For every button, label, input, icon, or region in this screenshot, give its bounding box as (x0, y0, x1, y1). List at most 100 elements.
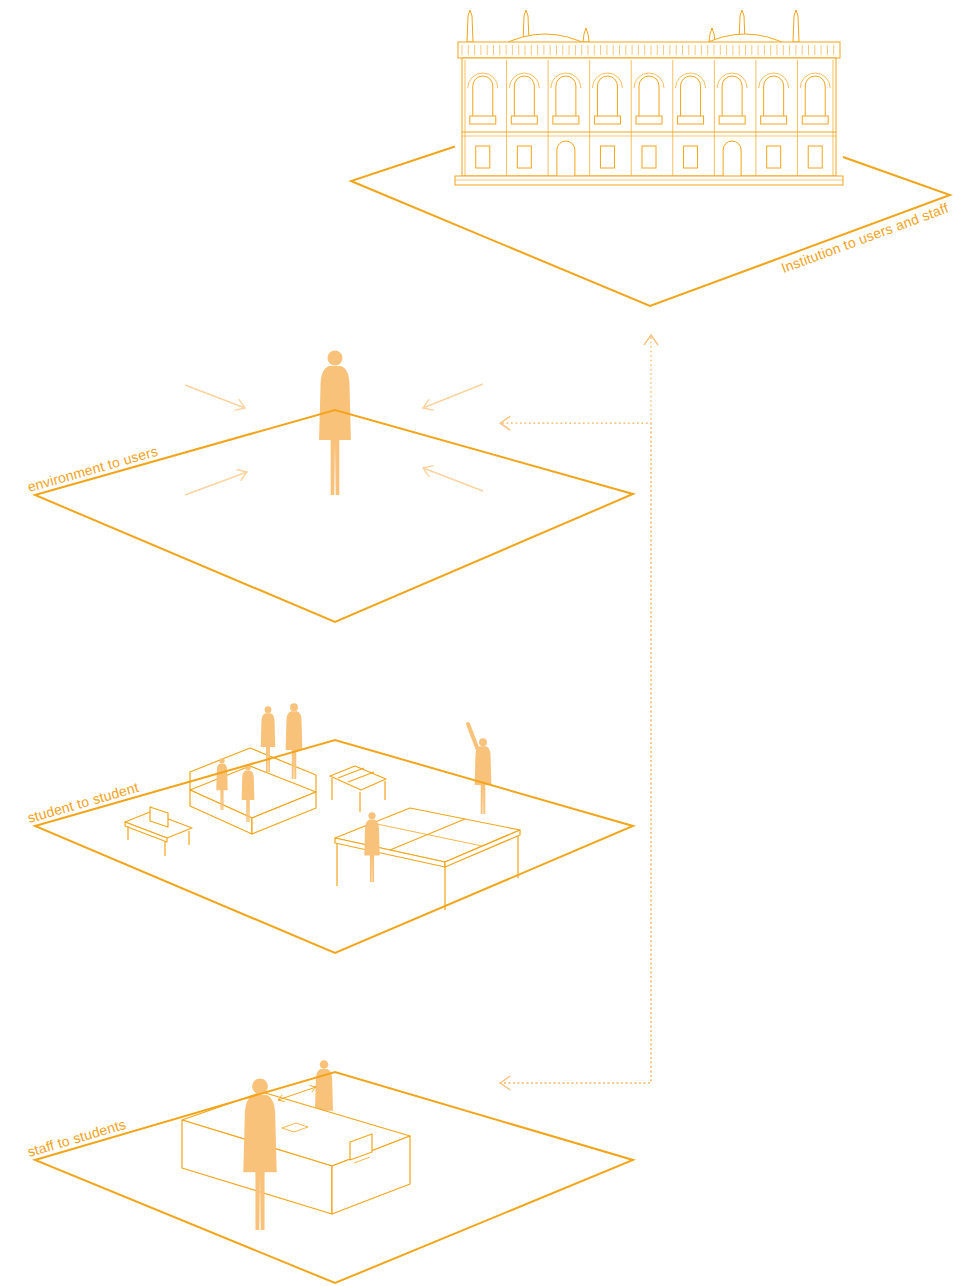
baluster (556, 45, 557, 55)
baluster (632, 45, 633, 55)
arched-window (514, 76, 534, 122)
foosball-leg (359, 792, 360, 812)
pingpong-centre-line (372, 823, 482, 846)
table-leg (517, 835, 518, 878)
baluster (588, 45, 589, 55)
building-facade (462, 58, 836, 176)
baluster (695, 45, 696, 55)
baluster (644, 45, 645, 55)
arched-window (805, 76, 825, 122)
arched-window (681, 76, 701, 122)
balcony (802, 116, 828, 124)
plane-node: Institution to users and staff (351, 85, 951, 307)
building-pilaster (755, 60, 756, 176)
baluster (802, 45, 803, 55)
baluster (487, 45, 488, 55)
plane-outline (35, 740, 633, 953)
baluster (581, 45, 582, 55)
baluster (506, 45, 507, 55)
plane-node: staff to students (35, 1072, 633, 1283)
pingpong-table-edge (335, 838, 445, 867)
person-silhouette (261, 706, 276, 772)
baluster (499, 45, 500, 55)
window-arch (551, 73, 581, 88)
person-head (479, 738, 487, 746)
baluster (669, 45, 670, 55)
person-head (219, 758, 224, 763)
plane-edge (351, 147, 950, 307)
lower-window (808, 146, 822, 168)
person-body (286, 711, 303, 779)
baluster (821, 45, 822, 55)
building-pilaster (548, 60, 549, 176)
baluster (474, 45, 475, 55)
baluster (550, 45, 551, 55)
baluster (619, 45, 620, 55)
building-spire (583, 28, 589, 42)
person-body (261, 713, 276, 772)
person-body (242, 770, 255, 822)
baluster (525, 45, 526, 55)
building-pilaster (506, 60, 507, 176)
person-body (243, 1095, 276, 1230)
person-head (327, 350, 342, 365)
window-arch (676, 73, 706, 88)
baluster (795, 45, 796, 55)
baluster (714, 45, 715, 55)
person-body (364, 820, 379, 882)
influence-arrow (423, 384, 483, 408)
plane-outline (35, 1072, 633, 1283)
plane-edge (35, 740, 633, 953)
person-silhouette (242, 764, 255, 822)
baluster (543, 45, 544, 55)
tv-stand-leg (164, 842, 165, 856)
plane-label: staff to students (25, 1116, 127, 1160)
plane-label: environment to users (26, 443, 160, 495)
building-step (455, 180, 843, 181)
exchange-arrow (278, 1087, 316, 1100)
person-silhouette (364, 812, 379, 882)
desk-keyboard (354, 1157, 370, 1163)
baluster (575, 45, 576, 55)
person-head (290, 703, 298, 711)
foosball-leg (384, 781, 385, 800)
person-head (265, 706, 272, 713)
balcony (470, 116, 496, 124)
building-pilaster (465, 60, 466, 176)
plane-outline (351, 85, 951, 307)
plane-outline (35, 410, 633, 622)
baluster (732, 45, 733, 55)
foosball-rod (348, 772, 374, 782)
influence-arrow (185, 385, 245, 408)
lower-window (517, 146, 531, 168)
building-pilaster (589, 60, 590, 176)
building-spire (793, 10, 799, 42)
baluster (764, 45, 765, 55)
window-arch (509, 73, 539, 88)
baluster (594, 45, 595, 55)
building-pilaster (714, 60, 715, 176)
sofa-side (252, 792, 316, 834)
balcony (636, 116, 662, 124)
baluster (569, 45, 570, 55)
tv-screen (150, 807, 168, 827)
baluster (606, 45, 607, 55)
lower-window (642, 146, 656, 168)
baluster (745, 45, 746, 55)
baluster (600, 45, 601, 55)
balcony (594, 116, 620, 124)
window-arch (759, 73, 789, 88)
lower-window (476, 146, 490, 168)
building-pilaster (631, 60, 632, 176)
desk-monitor (350, 1134, 372, 1160)
plane-label: Institution to users and staff (779, 200, 951, 276)
plane-label: student to student (26, 779, 141, 826)
arched-window (639, 76, 659, 122)
desk-papers (282, 1123, 308, 1132)
lower-window (684, 146, 698, 168)
baluster (462, 45, 463, 55)
arched-window (597, 76, 617, 122)
baluster (783, 45, 784, 55)
arched-window (764, 76, 784, 122)
